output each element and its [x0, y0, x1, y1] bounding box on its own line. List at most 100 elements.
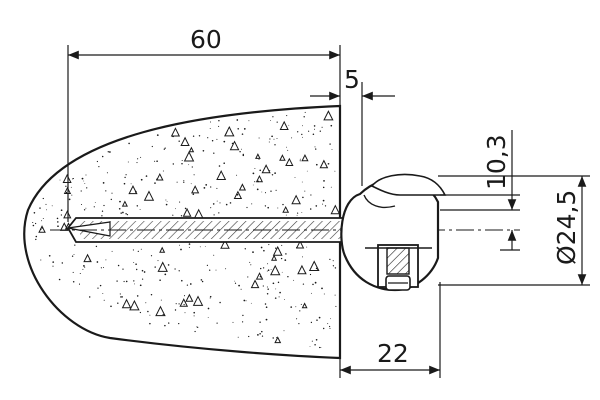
speckle	[196, 326, 198, 328]
speckle	[297, 131, 299, 133]
speckle	[218, 125, 220, 127]
speckle	[286, 115, 288, 117]
speckle	[254, 181, 256, 183]
stone-body	[23, 104, 342, 360]
speckle	[163, 148, 165, 150]
speckle	[70, 186, 72, 188]
speckle	[194, 330, 196, 333]
speckle	[306, 170, 308, 172]
speckle	[257, 334, 259, 336]
speckle	[145, 302, 147, 304]
speckle	[315, 163, 318, 166]
speckle	[332, 260, 334, 262]
speckle	[291, 137, 293, 139]
speckle	[207, 316, 209, 318]
aggregate-mark	[216, 170, 227, 181]
aggregate-mark	[83, 253, 92, 263]
aggregate-mark	[270, 264, 281, 276]
speckle	[302, 125, 303, 127]
speckle	[314, 281, 317, 284]
speckle	[82, 268, 84, 270]
speckle	[180, 215, 183, 217]
speckle	[248, 120, 250, 122]
speckle	[105, 259, 107, 261]
speckle	[193, 315, 195, 317]
aggregate-mark	[180, 136, 190, 146]
speckle	[288, 124, 290, 126]
speckle	[300, 303, 302, 305]
speckle	[133, 280, 135, 282]
speckle	[183, 303, 185, 306]
speckle	[330, 318, 331, 320]
speckle	[40, 259, 42, 261]
speckle	[72, 271, 74, 273]
speckle	[212, 203, 215, 205]
speckle	[242, 153, 245, 156]
speckle	[95, 245, 98, 248]
speckle	[321, 126, 323, 128]
speckle	[281, 271, 283, 273]
speckle	[42, 197, 44, 200]
speckle	[223, 162, 225, 164]
speckle	[270, 268, 272, 270]
speckle	[250, 302, 252, 304]
speckle	[94, 202, 96, 203]
speckle	[81, 177, 84, 180]
speckle	[46, 209, 48, 211]
speckle	[245, 300, 247, 302]
speckle	[252, 251, 254, 253]
speckle	[119, 200, 121, 203]
speckle	[111, 192, 113, 194]
speckle	[301, 133, 303, 136]
speckle	[42, 218, 44, 219]
speckle	[157, 260, 159, 262]
speckle	[259, 333, 261, 335]
speckle	[149, 314, 151, 316]
speckle	[272, 282, 275, 285]
speckle	[280, 257, 283, 260]
speckle	[296, 214, 298, 216]
speckle	[188, 246, 190, 248]
speckle	[310, 321, 313, 324]
speckle	[72, 281, 75, 283]
speckle	[205, 184, 208, 186]
aggregate-mark	[255, 174, 264, 183]
speckle	[322, 203, 324, 205]
speckle	[72, 178, 74, 180]
speckle	[252, 184, 254, 186]
speckle	[190, 183, 192, 185]
speckle	[78, 283, 80, 285]
speckle	[203, 187, 206, 189]
speckle	[140, 156, 142, 158]
speckle	[202, 149, 205, 152]
speckle	[71, 194, 73, 196]
speckle	[210, 207, 212, 209]
speckle	[183, 181, 185, 183]
speckle	[304, 111, 306, 113]
speckle	[35, 238, 37, 241]
speckle	[216, 138, 218, 140]
speckle	[78, 284, 80, 286]
speckle	[218, 119, 220, 122]
speckle	[83, 209, 86, 211]
speckle	[93, 206, 95, 208]
speckle	[296, 318, 298, 320]
speckle	[154, 266, 156, 268]
speckle	[125, 280, 128, 283]
speckle	[88, 259, 90, 261]
speckle	[240, 288, 242, 290]
speckle	[192, 135, 195, 137]
aggregate-mark	[274, 336, 282, 344]
speckle	[111, 250, 113, 252]
speckle	[45, 203, 47, 205]
speckle	[96, 261, 99, 263]
speckle	[264, 192, 267, 194]
speckle	[209, 269, 211, 271]
speckle	[287, 149, 289, 151]
speckle	[270, 119, 272, 121]
speckle	[84, 266, 86, 268]
speckle	[264, 303, 267, 305]
speckle	[273, 138, 275, 140]
speckle	[310, 194, 312, 196]
speckle	[179, 244, 180, 246]
